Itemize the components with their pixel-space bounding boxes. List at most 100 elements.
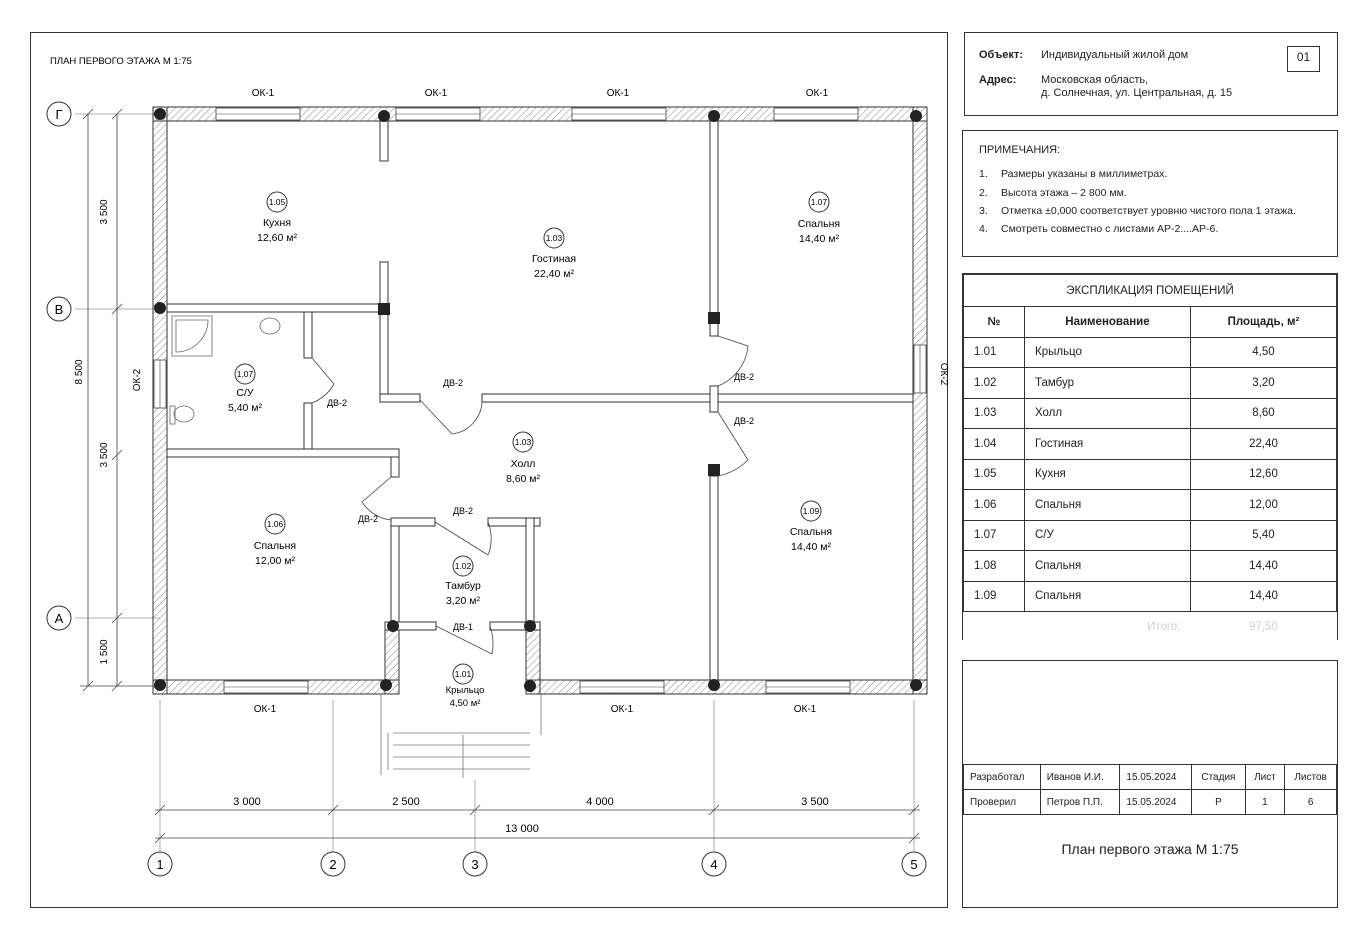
- window-label-left: ОК-2: [132, 368, 143, 391]
- floor-plan-drawing: ПЛАН ПЕРВОГО ЭТАЖА М 1:75 3 500 3 500 1 …: [46, 56, 948, 877]
- room-num: 1.03: [546, 233, 563, 243]
- axis-label-v: В: [55, 302, 64, 317]
- room-hall: 1.03 Холл 8,60 м²: [506, 431, 541, 485]
- title-block: Разработал Иванов И.И. 15.05.2024 Стадия…: [962, 660, 1338, 908]
- total-value: 97,50: [1190, 611, 1337, 642]
- door-label-5: ДВ-2: [358, 514, 378, 524]
- door-label-4: ДВ-2: [327, 398, 347, 408]
- col-header-num: №: [963, 306, 1025, 338]
- room-vestibule: 1.02 Тамбур 3,20 м²: [445, 555, 481, 607]
- window-label-right: ОК-2: [938, 363, 948, 386]
- door-label-3: ДВ-2: [734, 416, 754, 426]
- room-bedroom-left: 1.06 Спальня 12,00 м²: [254, 513, 296, 567]
- object-label: Объект:: [979, 49, 1023, 61]
- stamp-row-checked: Проверил Петров П.П. 15.05.2024 Р 1 6: [963, 789, 1337, 815]
- room-bedroom-top: 1.07 Спальня 14,40 м²: [798, 191, 840, 245]
- window-label-top-3: ОК-1: [607, 88, 630, 99]
- room-area: 14,40 м²: [799, 233, 839, 245]
- dim-bottom-1: 3 000: [233, 796, 261, 808]
- room-num: 1.05: [269, 197, 286, 207]
- axis-label-a: А: [55, 611, 64, 626]
- window-label-top-4: ОК-1: [806, 88, 829, 99]
- room-area: 22,40 м²: [534, 268, 574, 280]
- plan-title: ПЛАН ПЕРВОГО ЭТАЖА М 1:75: [50, 56, 192, 67]
- dim-left-total: 8 500: [74, 359, 85, 384]
- door-label-entry: ДВ-1: [453, 622, 473, 632]
- room-living: 1.03 Гостиная 22,40 м²: [532, 227, 576, 280]
- room-num: 1.07: [237, 369, 254, 379]
- dim-bottom-2: 2 500: [392, 796, 420, 808]
- room-name: Гостиная: [532, 253, 576, 265]
- col-header-area: Площадь, м²: [1189, 306, 1338, 338]
- room-porch: 1.01 Крыльцо 4,50 м²: [446, 663, 484, 709]
- dim-left-2: 3 500: [99, 442, 110, 467]
- window-label-bottom-2: ОК-1: [611, 704, 634, 715]
- room-kitchen: 1.05 Кухня 12,60 м²: [257, 191, 297, 244]
- window-label-top-2: ОК-1: [425, 88, 448, 99]
- total-label: Итого:: [1024, 611, 1191, 642]
- stamp-table: Разработал Иванов И.И. 15.05.2024 Стадия…: [963, 764, 1337, 815]
- note-item: 4.Смотреть совместно с листами АР-2....А…: [979, 223, 1219, 235]
- room-area: 12,60 м²: [257, 232, 297, 244]
- axis-label-1: 1: [156, 857, 163, 872]
- dim-bottom-4: 3 500: [801, 796, 829, 808]
- note-item: 1.Размеры указаны в миллиметрах.: [979, 168, 1168, 180]
- room-num: 1.01: [455, 669, 472, 679]
- object-panel: Объект: Индивидуальный жилой дом Адрес: …: [964, 32, 1338, 116]
- room-name: Холл: [511, 458, 536, 470]
- room-bathroom: 1.07 С/У 5,40 м²: [228, 363, 263, 414]
- notes-panel: ПРИМЕЧАНИЯ: 1.Размеры указаны в миллимет…: [962, 130, 1338, 257]
- address-label: Адрес:: [979, 74, 1017, 86]
- stamp-row-developed: Разработал Иванов И.И. 15.05.2024 Стадия…: [963, 764, 1337, 790]
- stamp-title: План первого этажа М 1:75: [1061, 841, 1239, 857]
- grid-lines: [75, 113, 915, 852]
- room-num: 1.03: [515, 437, 532, 447]
- room-area: 4,50 м²: [450, 698, 481, 709]
- room-num: 1.02: [455, 561, 472, 571]
- room-area: 5,40 м²: [228, 402, 263, 414]
- sheet-number: 01: [1287, 46, 1320, 72]
- explication-panel: ЭКСПЛИКАЦИЯ ПОМЕЩЕНИЙ № Наименование Пло…: [962, 273, 1338, 642]
- room-name: Тамбур: [445, 580, 481, 592]
- room-name: Спальня: [790, 526, 832, 538]
- bottom-dimension-lines: [154, 804, 920, 844]
- room-num: 1.07: [811, 197, 828, 207]
- total-row: Итого: 97,50: [963, 611, 1337, 642]
- room-area: 3,20 м²: [446, 595, 481, 607]
- room-num: 1.06: [267, 519, 284, 529]
- door-label-1: ДВ-2: [443, 378, 463, 388]
- room-area: 8,60 м²: [506, 473, 541, 485]
- room-area: 14,40 м²: [791, 541, 831, 553]
- object-value: Индивидуальный жилой дом: [1041, 49, 1189, 61]
- explication-title: ЭКСПЛИКАЦИЯ ПОМЕЩЕНИЙ: [963, 274, 1337, 307]
- axis-label-4: 4: [710, 857, 717, 872]
- dim-left-1: 3 500: [99, 199, 110, 224]
- window-label-bottom-1: ОК-1: [254, 704, 277, 715]
- bathroom-fixtures: [169, 315, 281, 425]
- window-label-bottom-3: ОК-1: [794, 704, 817, 715]
- note-item: 2.Высота этажа – 2 800 мм.: [979, 187, 1127, 199]
- axis-label-5: 5: [910, 857, 917, 872]
- room-num: 1.09: [803, 506, 820, 516]
- notes-title: ПРИМЕЧАНИЯ:: [979, 144, 1061, 156]
- address-line-2: д. Солнечная, ул. Центральная, д. 15: [1041, 87, 1233, 99]
- address-line-1: Московская область,: [1041, 74, 1149, 86]
- window-label-top-1: ОК-1: [252, 88, 275, 99]
- room-bedroom-right: 1.09 Спальня 14,40 м²: [790, 500, 832, 553]
- door-label-6: ДВ-2: [453, 506, 473, 516]
- porch-steps: [380, 694, 542, 778]
- explication-table: ЭКСПЛИКАЦИЯ ПОМЕЩЕНИЙ № Наименование Пло…: [963, 274, 1338, 642]
- door-swings: [311, 335, 749, 655]
- room-tags: 1.05 Кухня 12,60 м² 1.03 Гостиная 22,40 …: [228, 191, 840, 709]
- note-item: 3.Отметка ±0,000 соответствует уровню чи…: [979, 205, 1296, 217]
- room-name: Кухня: [263, 217, 291, 229]
- col-header-name: Наименование: [1024, 306, 1191, 338]
